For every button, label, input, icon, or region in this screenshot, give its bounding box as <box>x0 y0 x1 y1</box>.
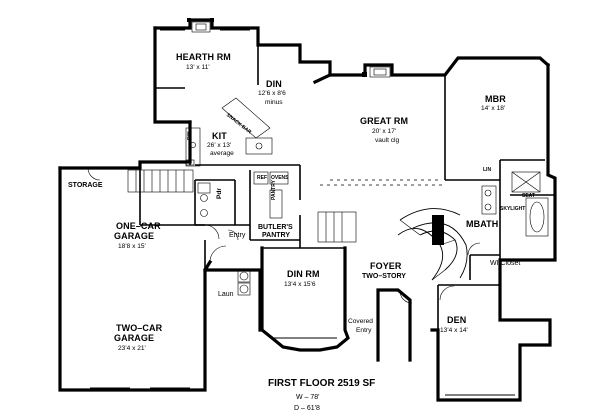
kitchen-fixtures <box>185 97 273 167</box>
dining-room-name: DIN RM <box>287 269 320 279</box>
great-room-dims: 20' x 17' <box>372 128 397 135</box>
pantry-label: PANTRY <box>271 180 277 200</box>
dining-room-dims: 13'4 x 15'6 <box>284 281 316 288</box>
ref-label: REF <box>257 175 267 181</box>
covered-entry-1: Covered <box>348 318 373 325</box>
entry-label: Entry <box>229 232 246 239</box>
covered-entry-2: Entry <box>356 327 372 334</box>
one-car-name-1: ONE–CAR <box>116 221 161 231</box>
windows <box>90 29 515 396</box>
seat-label: SEAT <box>522 193 535 199</box>
mbath-name: MBATH <box>466 219 499 229</box>
interior-walls <box>139 45 555 330</box>
skylight-label: SKYLIGHT <box>500 206 526 212</box>
two-car-name-1: TWO–CAR <box>116 323 163 333</box>
wi-closet-label: WI Closet <box>490 260 521 267</box>
storage-label: STORAGE <box>68 182 103 189</box>
powder-room <box>197 182 211 217</box>
mbr-name: MBR <box>485 94 506 104</box>
mbr-dims: 14' x 18' <box>481 105 506 112</box>
laundry-appliances <box>237 269 251 296</box>
great-room-note: vault clg <box>375 137 400 144</box>
ovens-label: OVENS <box>271 175 289 181</box>
dining-name: DIN <box>266 79 282 89</box>
door-swings <box>87 167 481 304</box>
den-dims: 13'4 x 14' <box>440 327 468 334</box>
dining-dims: 12'6 x 8'6 <box>258 90 286 97</box>
dishwasher-label: DW <box>187 131 193 140</box>
powder-label: Pdr <box>216 188 223 199</box>
laundry-label: Laun <box>218 291 234 298</box>
great-room-name: GREAT RM <box>360 116 409 126</box>
hearth-room-name: HEARTH RM <box>176 52 231 62</box>
butlers-name-1: BUTLER'S <box>258 224 293 231</box>
hearth-room-dims: 13' x 11' <box>186 64 210 71</box>
butlers-pantry-fixtures <box>253 171 357 243</box>
linen-label: LIN <box>483 167 492 173</box>
one-car-dims: 18'8 x 15' <box>118 243 146 250</box>
two-car-name-2: GARAGE <box>114 333 155 343</box>
kitchen-name: KIT <box>212 131 227 141</box>
depth-label: D – 61'8 <box>294 405 320 412</box>
kitchen-note: average <box>210 150 234 157</box>
one-car-name-2: GARAGE <box>114 231 155 241</box>
floor-title: FIRST FLOOR 2519 SF <box>268 378 376 389</box>
butlers-name-2: PANTRY <box>262 232 290 239</box>
two-car-dims: 23'4 x 21' <box>118 345 146 352</box>
foyer-note: TWO–STORY <box>362 273 406 280</box>
foyer-name: FOYER <box>370 261 402 271</box>
dining-note: minus <box>265 99 283 106</box>
kitchen-dims: 26' x 13' <box>207 142 232 149</box>
fireplaces <box>191 21 391 78</box>
ceiling-lines <box>320 179 445 186</box>
storage-stairs <box>127 169 194 193</box>
foyer-stair <box>397 208 468 281</box>
mbath-fixtures <box>481 171 549 237</box>
den-name: DEN <box>447 315 467 325</box>
width-label: W – 78' <box>296 394 320 401</box>
